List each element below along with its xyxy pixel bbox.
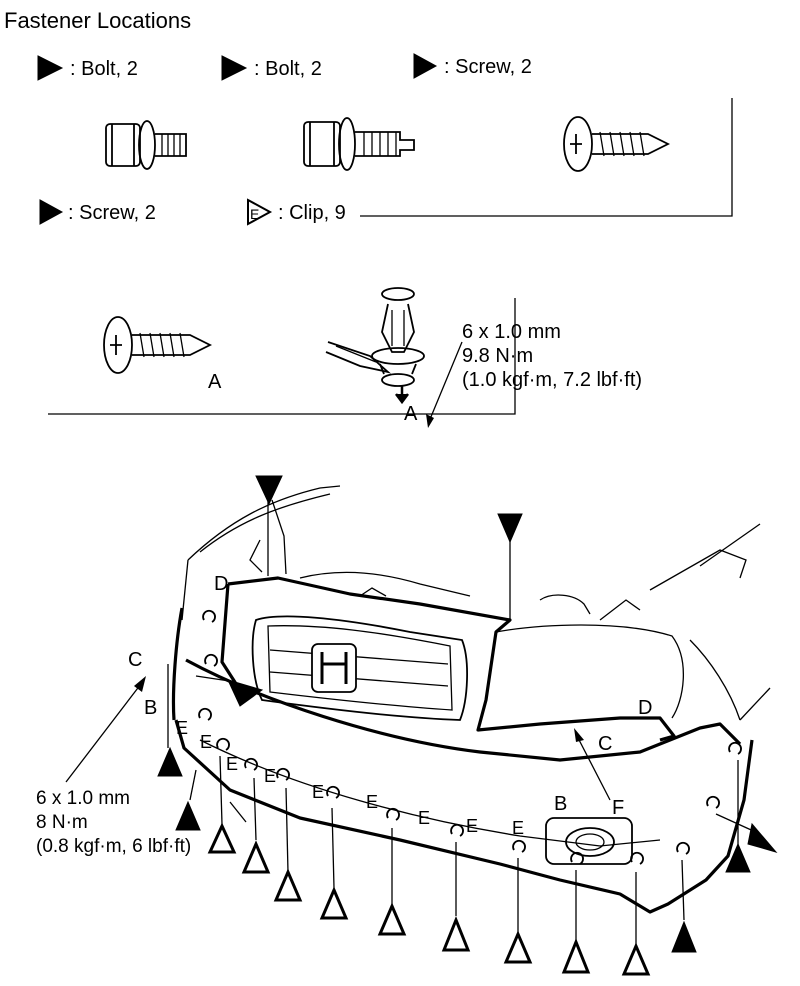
pan-screw-a-drawing: A xyxy=(103,316,222,393)
clip-symbol: E xyxy=(250,206,259,222)
legend-bolt-1: : Bolt, 2 xyxy=(37,55,138,81)
outlined-triangle-flag-icon xyxy=(503,930,533,964)
callout-f: F xyxy=(612,797,624,819)
clip-label: E xyxy=(418,808,430,828)
spec-line: 9.8 N·m xyxy=(462,345,533,367)
outlined-triangle-flag-icon xyxy=(561,937,591,974)
spec-line: (1.0 kgf·m, 7.2 lbf·ft) xyxy=(462,369,642,391)
legend-label: : Bolt, 2 xyxy=(254,58,322,80)
callout-b: B xyxy=(554,793,567,815)
leader-lines xyxy=(167,498,761,944)
callout-c: C xyxy=(598,733,612,755)
callout-c: C xyxy=(128,649,142,671)
legend-label: : Screw, 2 xyxy=(68,202,156,224)
solid-triangle-flag-icon xyxy=(157,746,183,777)
outlined-triangle-flag-icon xyxy=(273,868,303,902)
outlined-triangle-flag-icon xyxy=(207,822,237,854)
spec-line: 6 x 1.0 mm xyxy=(462,321,561,343)
vehicle-front-drawing xyxy=(171,485,771,914)
clip-label: E xyxy=(512,818,524,838)
page-title: Fastener Locations xyxy=(4,8,191,33)
solid-triangle-flag-icon xyxy=(497,513,523,544)
solid-triangle-flag-icon xyxy=(671,920,697,953)
clip-hooks xyxy=(198,609,742,865)
clip-callout-a: A xyxy=(404,403,418,425)
torque-spec-top: 6 x 1.0 mm 9.8 N·m (1.0 kgf·m, 7.2 lbf·f… xyxy=(426,321,642,428)
outlined-triangle-flag-icon xyxy=(241,840,271,874)
callout-d: D xyxy=(638,697,652,719)
outlined-triangle-flag-icon xyxy=(377,902,407,936)
clip-label: E xyxy=(176,718,188,738)
spec-line: 6 x 1.0 mm xyxy=(36,788,130,809)
solid-triangle-flag-icon xyxy=(725,842,751,873)
screw-callout-a: A xyxy=(208,371,222,393)
flange-bolt-short-drawing xyxy=(105,120,187,170)
clip-label: E xyxy=(226,754,238,774)
legend-label: : Bolt, 2 xyxy=(70,58,138,80)
letter-callouts: D C B D C B F xyxy=(128,573,652,819)
torque-spec-bottom: 6 x 1.0 mm 8 N·m (0.8 kgf·m, 6 lbf·ft) xyxy=(36,676,191,857)
clip-flag-icon xyxy=(247,198,273,226)
legend-frame xyxy=(48,98,733,415)
flange-bolt-long-drawing xyxy=(303,117,415,171)
clip-label: E xyxy=(264,766,276,786)
legend-screw-2: : Screw, 2 xyxy=(39,199,156,225)
screw-flag-icon xyxy=(39,199,64,225)
clip-label: E xyxy=(200,732,212,752)
bolt-flag-icon xyxy=(221,55,248,81)
solid-triangle-flag-icon xyxy=(255,475,283,506)
legend-clip: E : Clip, 9 xyxy=(247,198,346,226)
callout-d: D xyxy=(214,573,228,595)
bolt-flag-icon xyxy=(37,55,64,81)
legend-screw-1: : Screw, 2 xyxy=(413,53,532,79)
solid-triangle-flag-icon xyxy=(175,800,201,831)
solid-triangle-flag-icon xyxy=(227,679,264,707)
spec-line: (0.8 kgf·m, 6 lbf·ft) xyxy=(36,836,191,857)
outlined-triangle-flag-icon xyxy=(621,942,651,976)
push-clip-drawing: A xyxy=(325,287,425,425)
legend-bolt-2: : Bolt, 2 xyxy=(221,55,322,81)
screw-flag-icon xyxy=(413,53,438,79)
clip-label: E xyxy=(312,782,324,802)
clip-labels: E E E E E E E E E xyxy=(176,718,524,838)
outlined-triangle-flag-icon xyxy=(441,915,471,952)
solid-triangle-flag-icon xyxy=(747,822,778,853)
pan-screw-drawing xyxy=(563,116,671,172)
clip-label: E xyxy=(366,792,378,812)
legend-label: : Clip, 9 xyxy=(278,202,346,224)
outlined-flags xyxy=(207,822,651,976)
outlined-triangle-flag-icon xyxy=(319,886,349,920)
clip-label: E xyxy=(466,816,478,836)
spec-line: 8 N·m xyxy=(36,812,88,833)
solid-flags xyxy=(157,475,778,953)
callout-b: B xyxy=(144,697,157,719)
legend-label: : Screw, 2 xyxy=(444,56,532,78)
